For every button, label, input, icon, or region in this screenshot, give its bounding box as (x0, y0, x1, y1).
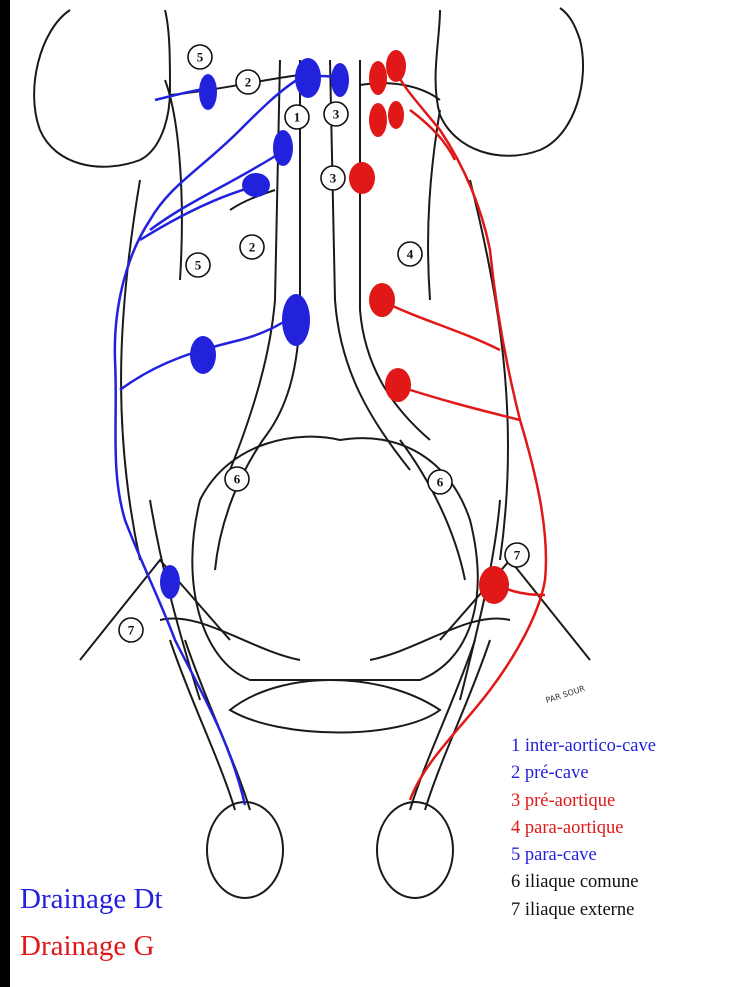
pelvic-wall-right (80, 560, 230, 660)
left-spermatic-cord-2 (410, 640, 475, 810)
marker-7-left: 7 (505, 543, 529, 567)
marker-3-top: 3 (324, 102, 348, 126)
marker-6-left: 6 (428, 470, 452, 494)
left-ureter-top (428, 110, 440, 300)
pelvic-wall-left (440, 560, 590, 660)
svg-text:4: 4 (407, 247, 414, 262)
left-testis (377, 802, 453, 898)
left-spermatic-cord (425, 640, 490, 810)
marker-1: 1 (285, 105, 309, 129)
svg-text:1: 1 (294, 110, 301, 125)
red-node-1 (369, 61, 387, 95)
bifurcation-left (400, 440, 465, 580)
blue-node-1 (199, 74, 217, 110)
blue-node-7 (190, 336, 216, 374)
left-nodes (349, 50, 509, 604)
drainage-left-label: Drainage G (20, 930, 154, 963)
right-kidney-outline (34, 10, 170, 167)
psoas-right (121, 180, 140, 560)
bifurcation-right (215, 430, 270, 570)
bladder (230, 680, 440, 733)
legend-item: 4 para-aortique (511, 815, 656, 842)
left-lymph-branch-2 (395, 385, 520, 420)
left-lymph-branch-1 (380, 300, 500, 350)
blue-node-5 (242, 173, 270, 197)
blue-node-3 (331, 63, 349, 97)
svg-text:5: 5 (195, 258, 202, 273)
right-testis (207, 802, 283, 898)
right-lymph-branch-2 (140, 185, 260, 240)
pelvis (80, 437, 590, 733)
svg-text:7: 7 (128, 623, 135, 638)
left-lymph-branch-3 (410, 110, 455, 160)
left-kidney-outline (436, 8, 583, 156)
red-node-7 (385, 368, 411, 402)
red-node-8 (479, 566, 509, 604)
red-node-2 (386, 50, 406, 82)
marker-5-mid: 5 (186, 253, 210, 277)
marker-5-top: 5 (188, 45, 212, 69)
blue-node-2 (295, 58, 321, 98)
legend-item: 5 para-cave (511, 842, 656, 869)
legend-item: 3 pré-aortique (511, 788, 656, 815)
blue-node-6 (282, 294, 310, 346)
right-spermatic-cord (170, 640, 235, 810)
svg-text:7: 7 (514, 548, 521, 563)
red-node-5 (349, 162, 375, 194)
svg-text:2: 2 (245, 75, 252, 90)
svg-text:2: 2 (249, 240, 256, 255)
red-node-6 (369, 283, 395, 317)
svg-text:5: 5 (197, 50, 204, 65)
drainage-right-label: Drainage Dt (20, 883, 163, 916)
marker-4: 4 (398, 242, 422, 266)
legend-item: 1 inter-aortico-cave (511, 733, 656, 760)
marker-6-right: 6 (225, 467, 249, 491)
kidneys (34, 8, 583, 300)
marker-7-right: 7 (119, 618, 143, 642)
blue-node-8 (160, 565, 180, 599)
right-drainage-lymphatics (115, 76, 340, 805)
legend-item: 6 iliaque comune (511, 869, 656, 896)
svg-text:6: 6 (437, 475, 444, 490)
svg-text:3: 3 (333, 107, 340, 122)
marker-3-mid: 3 (321, 166, 345, 190)
right-nodes (160, 58, 349, 599)
blue-node-4 (273, 130, 293, 166)
red-node-3 (369, 103, 387, 137)
red-node-4 (388, 101, 404, 129)
legend-item: 7 iliaque externe (511, 897, 656, 924)
psoas-left (470, 180, 508, 560)
svg-text:3: 3 (330, 171, 337, 186)
vena-cava (230, 60, 280, 470)
legend-item: 2 pré-cave (511, 760, 656, 787)
marker-2-mid: 2 (240, 235, 264, 259)
testes (170, 640, 490, 898)
svg-text:6: 6 (234, 472, 241, 487)
marker-2-top: 2 (236, 70, 260, 94)
node-number-markers: 5 2 1 3 3 (119, 45, 529, 642)
